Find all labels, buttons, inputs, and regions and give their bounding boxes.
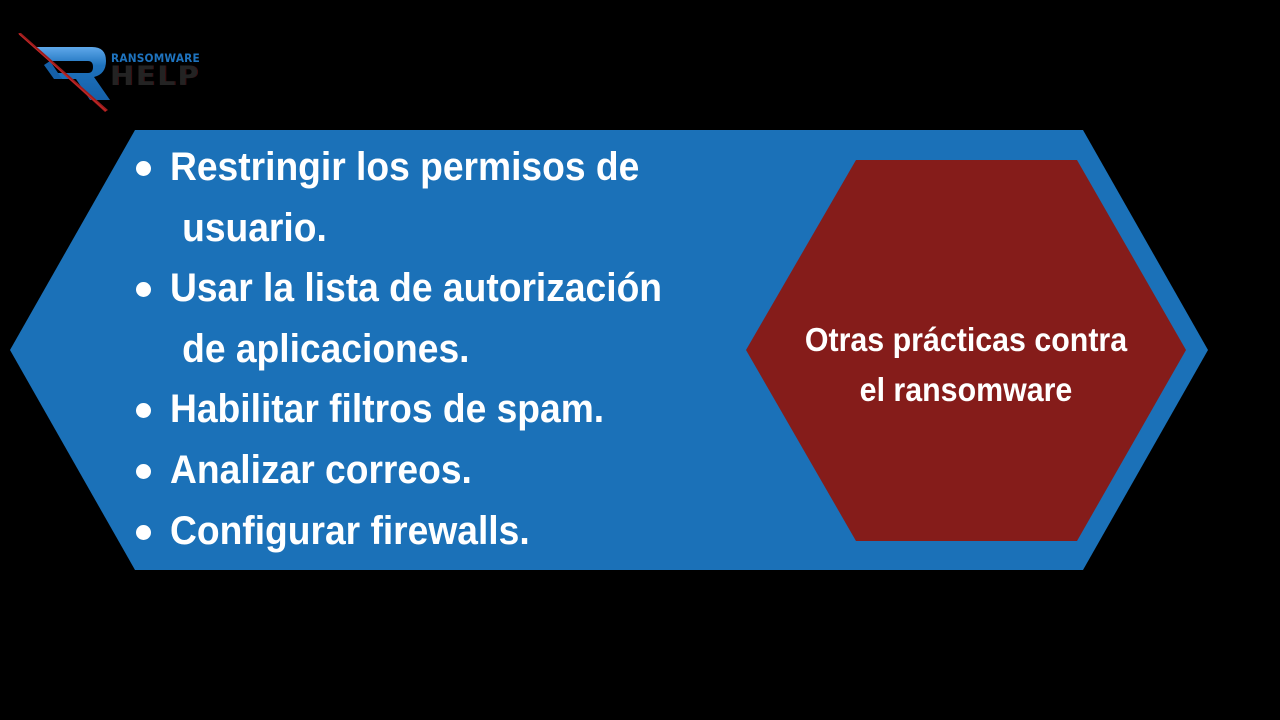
ransomware-help-logo: RANSOMWARE HELP [14,30,214,115]
practice-item: Analizar correos. [132,440,699,501]
bullet-icon [136,524,151,540]
practice-text: Restringir los permisos de [170,145,640,189]
logo-ransomware-text: RANSOMWARE [111,51,200,65]
r-logo-icon [18,33,110,112]
practice-item: Configurar firewalls. [132,501,699,562]
practice-item: Restringir los permisos de usuario. [132,137,699,258]
practices-list: Restringir los permisos de usuario. Usar… [132,137,699,561]
practice-text-continued: usuario. [182,205,327,250]
section-title: Otras prácticas contra el ransomware [746,315,1186,415]
practice-item: Usar la lista de autorización de aplicac… [132,258,699,379]
practice-text: Analizar correos. [170,447,472,492]
practice-text-continued: de aplicaciones. [182,326,470,371]
practice-text: Habilitar filtros de spam. [170,387,605,432]
inner-red-hexagon [746,160,1186,541]
section-title-line: el ransomware [859,371,1073,408]
practice-text: Configurar firewalls. [170,508,530,553]
practice-item: Habilitar filtros de spam. [132,379,699,440]
practice-text: Usar la lista de autorización [170,266,663,311]
logo-help-text: HELP [110,61,201,92]
section-title-line: Otras prácticas contra [804,321,1128,358]
bullet-icon [136,463,151,479]
bullet-icon [136,282,151,298]
bullet-icon [136,161,151,176]
bullet-icon [136,403,151,419]
